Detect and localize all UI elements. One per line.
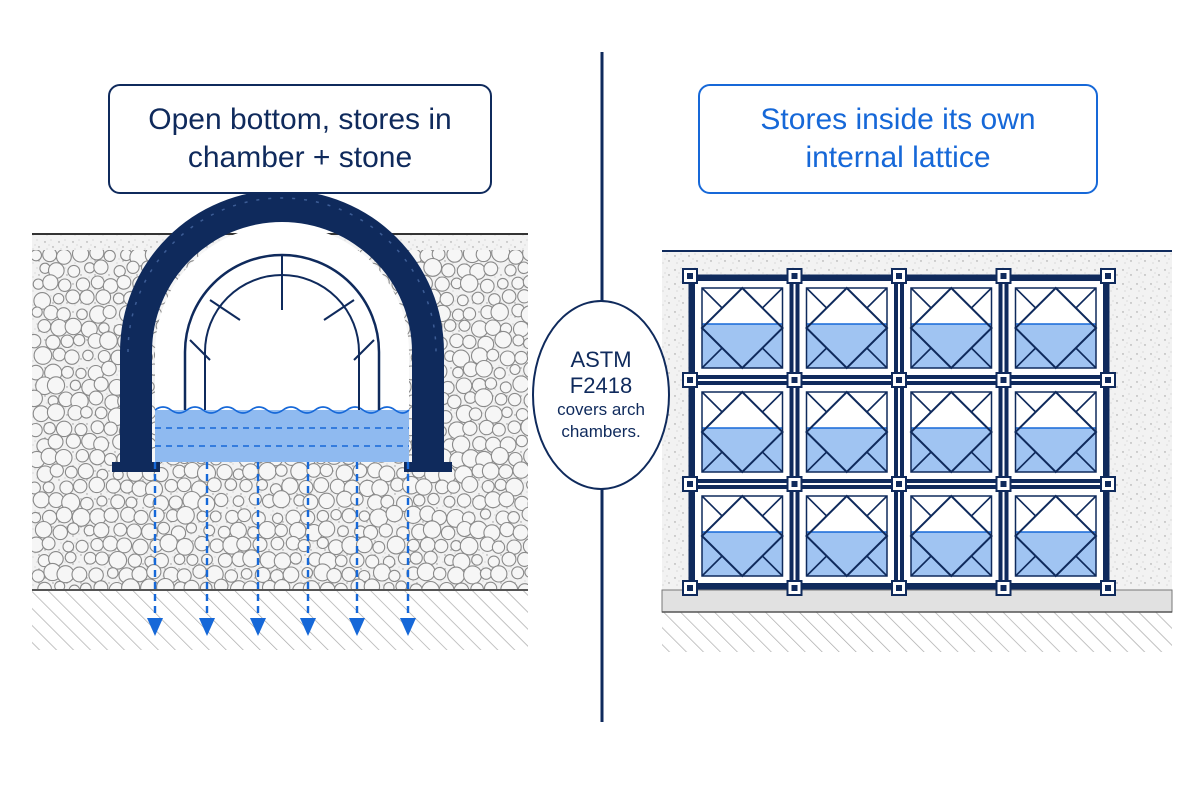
right-cross-section — [661, 250, 1173, 652]
right-base-layer — [661, 589, 1173, 613]
astm-note-line4: chambers. — [561, 422, 641, 441]
infiltration-arrows — [147, 462, 416, 636]
arch-chamber-icon — [112, 190, 452, 472]
right-caption-line1: Stores inside its own — [760, 103, 1036, 136]
astm-note-line3: covers arch — [557, 400, 645, 419]
right-caption-line2: internal lattice — [805, 141, 991, 174]
left-caption: Open bottom, stores in chamber + stone — [108, 84, 492, 194]
left-caption-line1: Open bottom, stores in — [148, 103, 452, 136]
left-caption-line2: chamber + stone — [187, 141, 413, 174]
astm-note: ASTM F2418 covers arch chambers. — [532, 300, 670, 490]
astm-note-line2: F2418 — [569, 373, 633, 398]
right-caption: Stores inside its own internal lattice — [698, 84, 1098, 194]
left-native-soil — [32, 590, 528, 650]
lattice-crate-array — [682, 268, 1116, 596]
left-cross-section — [32, 190, 528, 650]
right-native-soil — [662, 612, 1172, 652]
astm-note-line1: ASTM — [570, 347, 632, 372]
